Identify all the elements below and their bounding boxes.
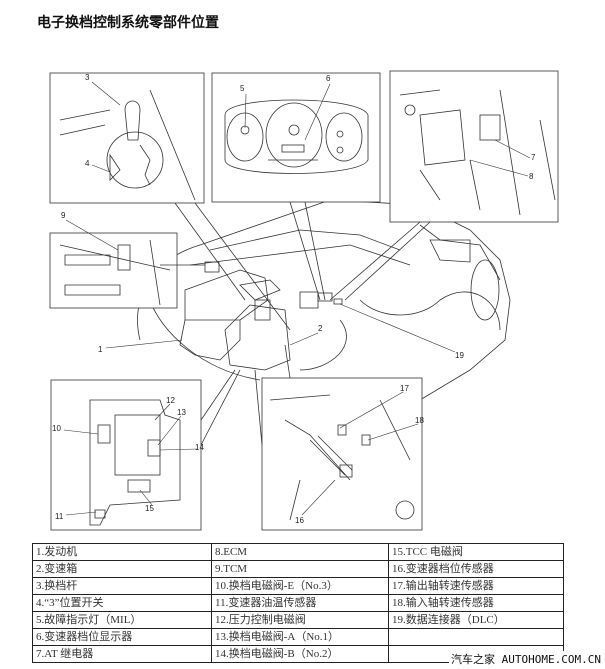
- callout-14: 14: [195, 443, 204, 452]
- callout-18: 18: [415, 416, 424, 425]
- callout-5: 5: [240, 84, 245, 93]
- shift-lever-drawing: [59, 89, 196, 201]
- legend-cell: 11.变速器油温传感器: [211, 594, 389, 612]
- tcm-drawing: [59, 239, 171, 306]
- inset-shift-lever: [49, 72, 205, 204]
- callout-12: 12: [166, 396, 175, 405]
- inset-instrument-cluster: [211, 72, 381, 203]
- callout-2: 2: [318, 324, 323, 333]
- legend-cell: 2.变速箱: [32, 560, 212, 578]
- callout-16: 16: [295, 516, 304, 525]
- legend-cell: 10.换档电磁阀-E（No.3）: [211, 577, 389, 595]
- callout-7: 7: [531, 153, 536, 162]
- inset-transmission-sensors: [261, 377, 423, 531]
- vehicle-outline: [137, 199, 511, 401]
- legend-cell: 15.TCC 电磁阀: [388, 543, 564, 561]
- callout-10: 10: [52, 424, 61, 433]
- engine: [179, 261, 343, 371]
- legend-cell: 19.数据连接器（DLC）: [388, 611, 564, 629]
- callout-9: 9: [61, 211, 66, 220]
- legend-cell: 5.故障指示灯（MIL）: [32, 611, 212, 629]
- legend-cell: 17.输出轴转速传感器: [388, 577, 564, 595]
- inset-valve-body: [50, 379, 202, 531]
- inset-tcm: [49, 232, 178, 309]
- callout-11: 11: [55, 512, 64, 521]
- callout-6: 6: [326, 74, 331, 83]
- relay-box-drawing: [399, 89, 556, 216]
- callout-19: 19: [455, 351, 464, 360]
- callout-8: 8: [529, 172, 534, 181]
- legend-cell: 12.压力控制电磁阀: [211, 611, 389, 629]
- legend-cell: 1.发动机: [32, 543, 212, 561]
- legend-cell: 14.换档电磁阀-B（No.2）: [211, 645, 389, 663]
- legend-cell: 3.换档杆: [32, 577, 212, 595]
- legend-cell: 16.变速器档位传感器: [388, 560, 564, 578]
- callout-3: 3: [85, 73, 90, 82]
- legend-cell: 18.输入轴转速传感器: [388, 594, 564, 612]
- page-title: 电子换档控制系统零部件位置: [37, 15, 219, 31]
- callout-15: 15: [145, 504, 154, 513]
- legend-cell: [388, 628, 564, 646]
- callout-13: 13: [177, 408, 186, 417]
- legend-cell: 9.TCM: [211, 560, 389, 578]
- callout-1: 1: [98, 345, 103, 354]
- legend-cell: 13.换档电磁阀-A（No.1）: [211, 628, 389, 646]
- inset-relay-box: [389, 70, 559, 223]
- callout-17: 17: [400, 384, 409, 393]
- callout-4: 4: [85, 159, 90, 168]
- legend-cell: 6.变速器档位显示器: [32, 628, 212, 646]
- watermark: 汽车之家 AUTOHOME.COM.CN: [449, 651, 601, 667]
- legend-cell: 8.ECM: [211, 543, 389, 561]
- component-location-diagram: 1 2 3 4 5 6 7 8 9 10 11 12 13 14 15 16 1…: [49, 70, 559, 531]
- transmission-sensor-drawing: [269, 394, 415, 521]
- instrument-cluster-drawing: [224, 99, 369, 174]
- legend-cell: 4.“3”位置开关: [32, 594, 212, 612]
- legend-cell: 7.AT 继电器: [32, 645, 212, 663]
